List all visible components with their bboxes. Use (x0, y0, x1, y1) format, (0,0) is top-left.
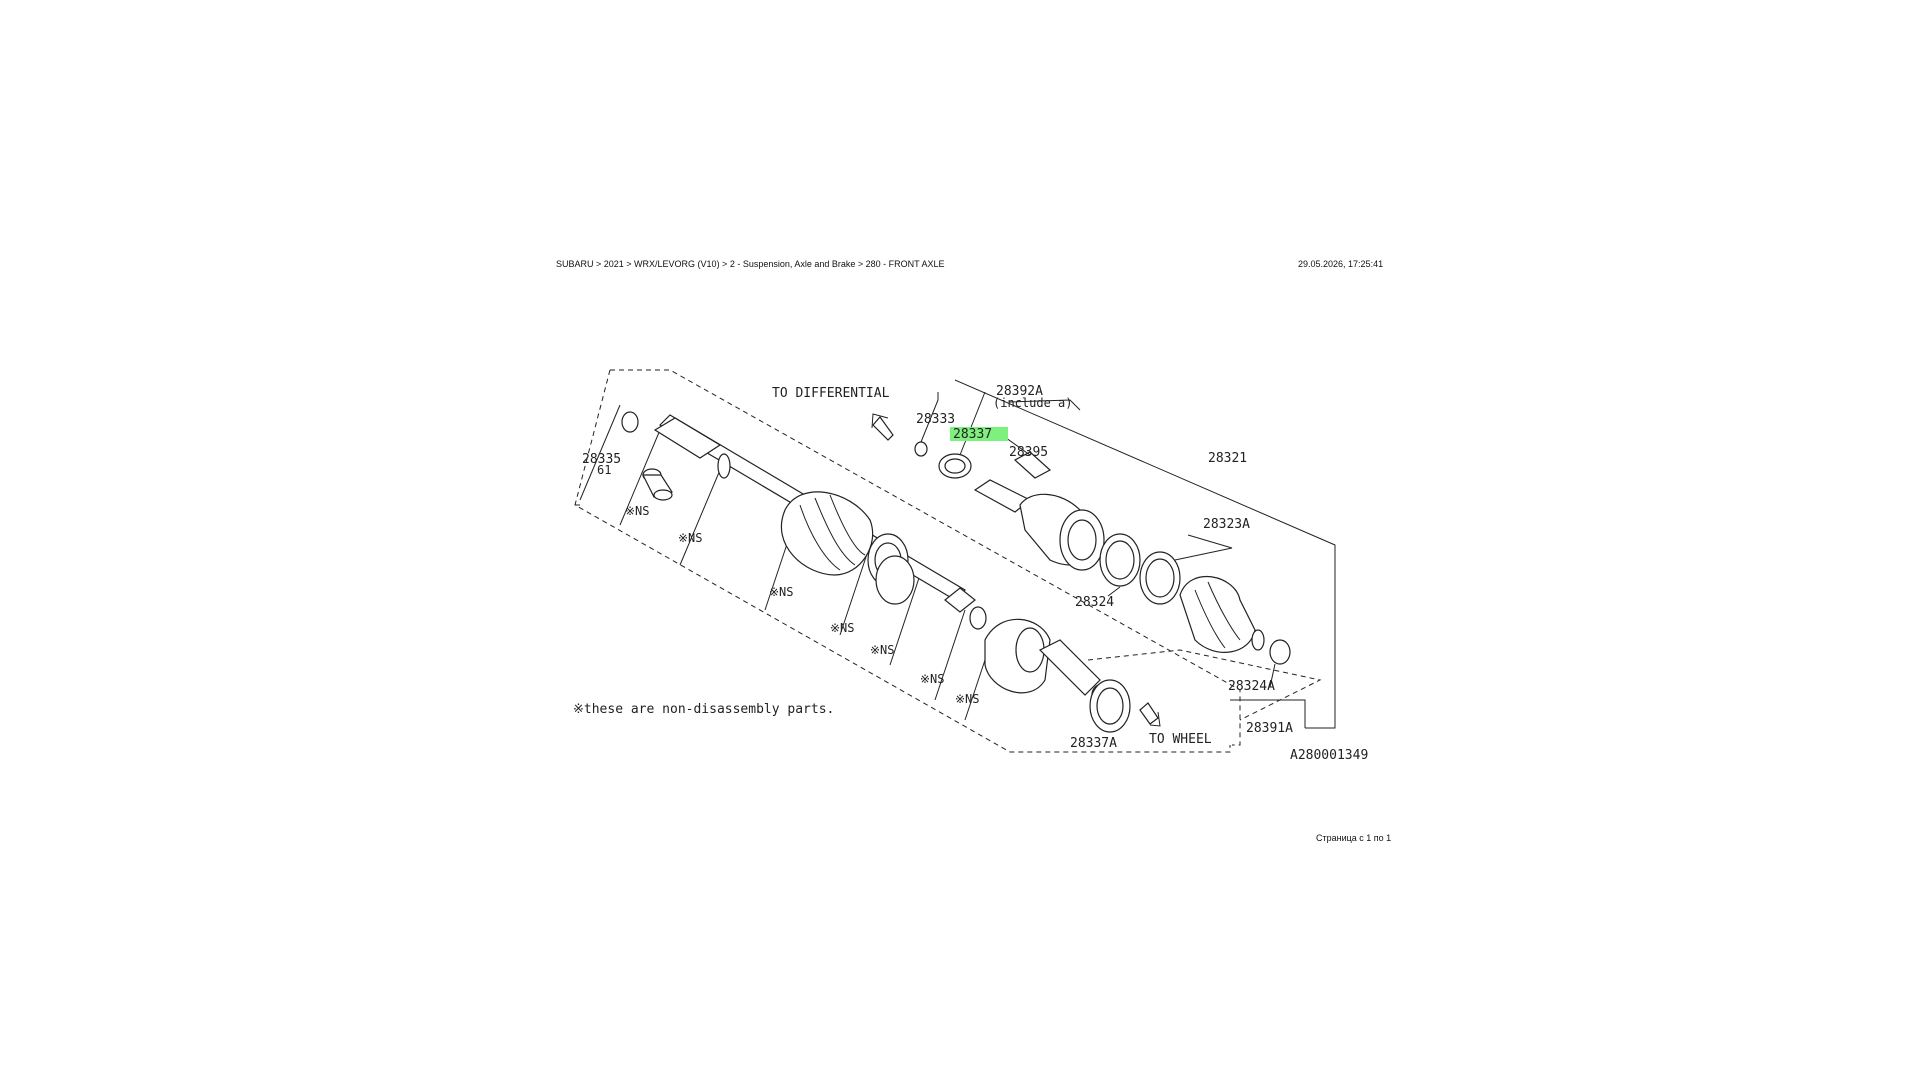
clip-28324a (1269, 639, 1291, 665)
highlight-28337 (950, 427, 1008, 441)
label-28324a: 28324A (1228, 679, 1275, 694)
ns-label: ※NS (955, 692, 980, 706)
ns-label: ※NS (625, 504, 650, 518)
to-differential-label: TO DIFFERENTIAL (772, 386, 890, 401)
diagram-code: A280001349 (1290, 748, 1368, 763)
circlip-28333 (914, 441, 928, 457)
label-28392a-note: (include a) (993, 396, 1072, 410)
label-28391a: 28391A (1246, 721, 1293, 736)
ns-label: ※NS (769, 585, 794, 599)
label-28395: 28395 (1009, 445, 1048, 460)
ns-label: ※NS (920, 672, 945, 686)
upper-joint-parts (914, 441, 1291, 665)
ns-label: ※NS (678, 531, 703, 545)
label-28324: 28324 (1075, 595, 1114, 610)
to-wheel-label: TO WHEEL (1149, 732, 1212, 747)
axle-frame-left (574, 369, 1231, 753)
label-28333: 28333 (916, 412, 955, 427)
ns-label: ※NS (830, 621, 855, 635)
label-28321: 28321 (1208, 451, 1247, 466)
outer-joint-lower (944, 587, 1131, 733)
to-wheel-arrow (1139, 702, 1161, 727)
page-count: Страница с 1 по 1 (1316, 833, 1392, 843)
axle-frame-outline (610, 369, 1241, 746)
label-28392a: 28392A (996, 384, 1043, 399)
assembly-28321-frame (954, 379, 1336, 729)
to-differential-arrow (871, 413, 894, 441)
inner-boot (780, 491, 915, 605)
breadcrumb: SUBARU > 2021 > WRX/LEVORG (V10) > 2 - S… (556, 259, 945, 269)
outer-boot-28323a (1179, 575, 1256, 653)
timestamp: 29.05.2026, 17:25:41 (1298, 259, 1384, 269)
label-28337: 28337 (953, 427, 992, 442)
label-28335: 28335 (582, 452, 621, 467)
non-disassembly-note: ※these are non-disassembly parts. (573, 702, 834, 717)
label-28323a: 28323A (1203, 517, 1250, 532)
label-28335-sub: 61 (597, 463, 611, 477)
dust-plug (642, 468, 673, 501)
ns-label: ※NS (870, 643, 895, 657)
label-28337a: 28337A (1070, 736, 1117, 751)
